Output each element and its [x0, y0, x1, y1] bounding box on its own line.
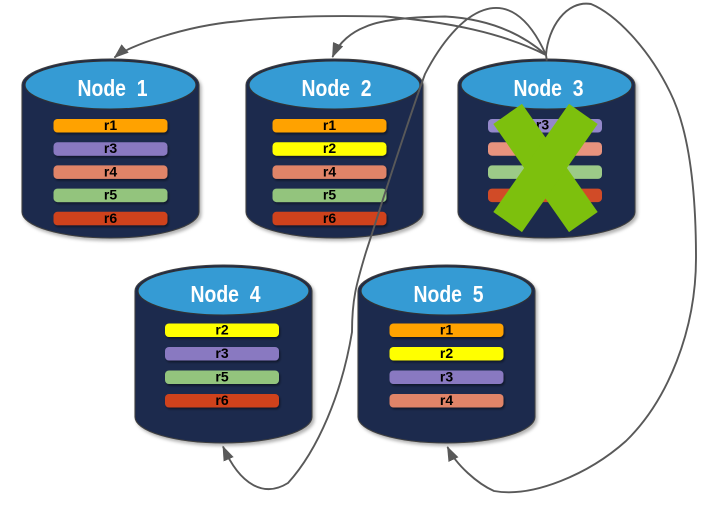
- svg-text:r3: r3: [536, 117, 549, 133]
- svg-text:Node 4: Node 4: [191, 281, 261, 307]
- svg-text:r5: r5: [215, 369, 228, 385]
- svg-text:Node 2: Node 2: [302, 75, 372, 101]
- svg-text:r4: r4: [323, 163, 336, 179]
- svg-text:r5: r5: [104, 187, 117, 203]
- svg-text:Node 5: Node 5: [414, 281, 484, 307]
- svg-text:r6: r6: [323, 210, 336, 226]
- svg-text:r2: r2: [323, 140, 336, 156]
- svg-text:r3: r3: [440, 369, 453, 385]
- svg-text:r2: r2: [440, 345, 453, 361]
- svg-text:r6: r6: [215, 392, 228, 408]
- svg-text:r3: r3: [215, 345, 228, 361]
- svg-text:r4: r4: [440, 392, 453, 408]
- svg-text:Node 3: Node 3: [514, 75, 584, 101]
- svg-text:r5: r5: [323, 187, 336, 203]
- svg-text:r1: r1: [104, 117, 117, 133]
- svg-text:r6: r6: [104, 210, 117, 226]
- svg-text:Node 1: Node 1: [78, 75, 148, 101]
- svg-text:r3: r3: [104, 140, 117, 156]
- svg-text:r1: r1: [440, 322, 453, 338]
- svg-text:r2: r2: [215, 322, 228, 338]
- svg-text:r4: r4: [104, 163, 117, 179]
- svg-text:r1: r1: [323, 117, 336, 133]
